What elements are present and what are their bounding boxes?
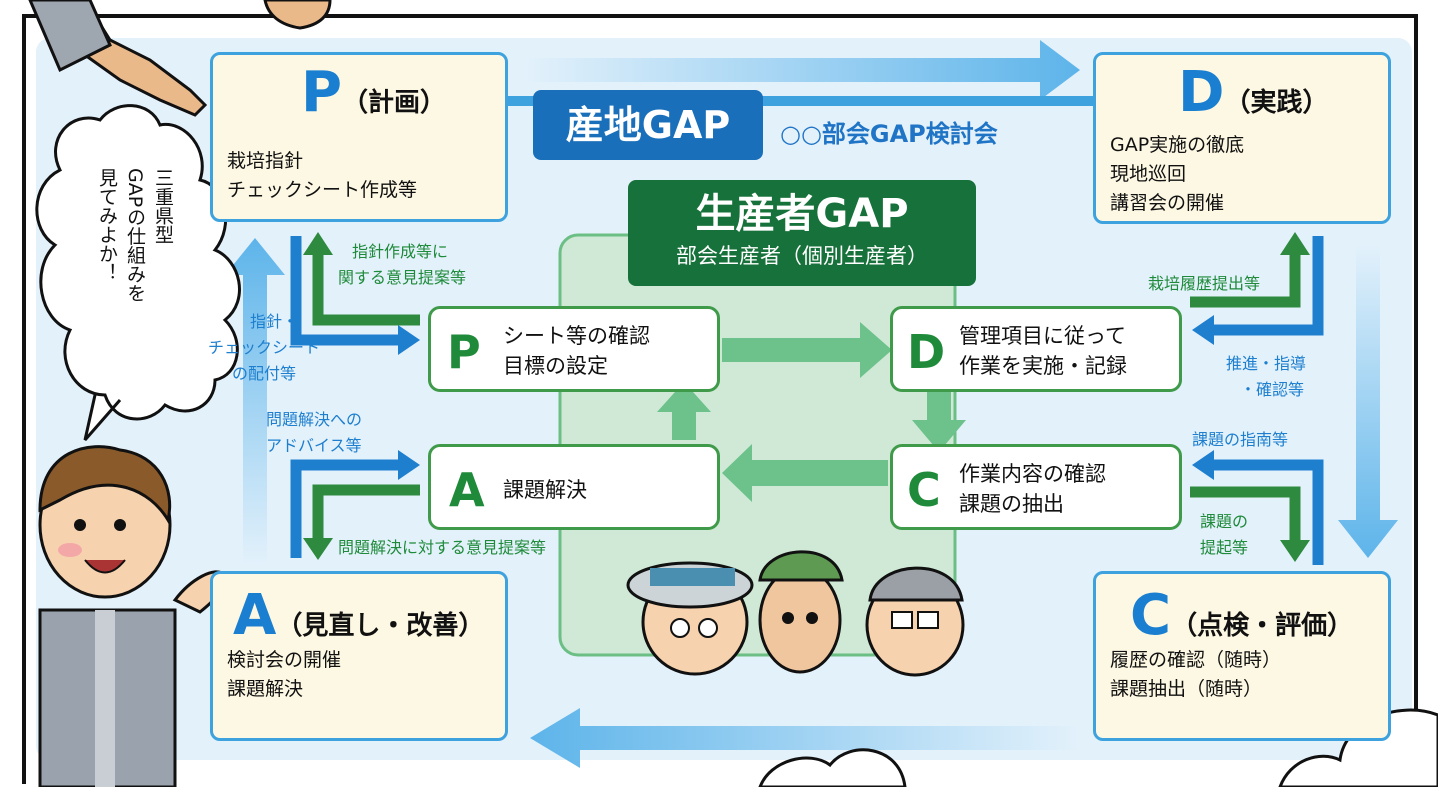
inner-check-letter: C [907,463,941,517]
corner-box-plan: P（計画） 栽培指針 チェックシート作成等 [210,52,508,222]
label-left-green-bottom: 問題解決に対する意見提案等 [338,538,547,557]
pointing-hand-icon [28,0,208,117]
corner-do-line-3: 講習会の開催 [1110,192,1225,214]
inner-arrow-d-to-c [912,392,966,452]
corner-check-phase: （点検・評価） [1171,611,1354,641]
producer-gap-title: 生産者GAP [695,191,909,237]
corner-act-phase: （見直し・改善） [276,611,485,641]
corner-box-do: D（実践） GAP実施の徹底 現地巡回 講習会の開催 [1093,52,1391,224]
right-blue-arrow-left [1212,236,1324,336]
cycle-arrow-d-to-c [1338,245,1398,558]
corner-do-line-2: 現地巡回 [1110,163,1187,185]
inner-box-act: A 課題解決 [428,444,720,530]
cycle-arrow-c-to-a-main [530,708,1080,768]
left-green-arrow-up [312,250,420,326]
sanchi-committee-label: ○○部会GAP検討会 [780,120,998,148]
corner-plan-letter: P [301,60,343,125]
inner-box-plan: P シート等の確認 目標の設定 [428,306,720,392]
inner-do-line-2: 作業を実施・記録 [959,354,1127,378]
inner-act-letter: A [449,463,485,517]
inner-do-line-1: 管理項目に従って [959,324,1126,348]
label-left-blue-top-2: チェックシート [208,338,321,357]
label-right-blue-top-2: ・確認等 [1240,380,1305,399]
inner-arrow-p-to-d [722,322,892,378]
label-left-green-top-1: 指針作成等に [352,242,449,261]
producer-faces-icon [626,550,965,677]
left-green-arrow-down [312,484,420,540]
connector-band [505,96,1095,106]
corner-act-line-1: 検討会の開催 [227,649,342,671]
label-right-green-top: 栽培履歴提出等 [1148,274,1261,293]
label-left-blue-top-3: の配付等 [232,364,297,383]
corner-act-letter: A [233,583,277,648]
inner-arrow-a-to-p [657,382,711,440]
corner-check-letter: C [1130,583,1172,648]
inner-box-do: D 管理項目に従って 作業を実施・記録 [890,306,1182,392]
inner-plan-line-1: シート等の確認 [503,324,650,348]
inner-box-check: C 作業内容の確認 課題の抽出 [890,444,1182,530]
corner-plan-phase: （計画） [342,88,447,118]
corner-plan-line-1: 栽培指針 [227,150,304,172]
sanchi-gap-label: 産地GAP [533,90,763,160]
speech-line-1: 三重県型 [152,168,174,244]
corner-check-line-2: 課題抽出（随時） [1110,678,1263,700]
label-left-blue-bottom-2: アドバイス等 [266,436,362,455]
left-blue-arrow-right [290,236,400,346]
label-right-green-bottom-2: 提起等 [1200,538,1249,557]
inner-do-letter: D [907,325,946,379]
label-left-blue-top-1: 指針・ [250,312,299,331]
corner-do-line-1: GAP実施の徹底 [1110,134,1245,156]
label-left-blue-bottom-1: 問題解決への [266,410,363,429]
corner-box-act: A（見直し・改善） 検討会の開催 課題解決 [210,571,508,741]
cycle-arrow-a-to-p [225,238,285,565]
inner-act-line-1: 課題解決 [503,478,587,502]
corner-act-line-2: 課題解決 [227,678,304,700]
corner-box-check: C（点検・評価） 履歴の確認（随時） 課題抽出（随時） [1093,571,1391,741]
farmer-character-icon [38,445,228,787]
inner-check-line-2: 課題の抽出 [959,492,1064,516]
right-green-arrow-down [1190,486,1301,542]
right-blue-arrow-left-2 [1212,459,1324,565]
cloud-icon [758,708,1438,787]
speech-line-2: GAPの仕組みを [124,168,146,303]
corner-check-line-1: 履歴の確認（随時） [1110,649,1282,671]
inner-arrow-c-to-a [722,444,888,502]
hand-top-icon [263,0,332,30]
cycle-arrow-p-to-d [525,40,1080,100]
inner-check-line-1: 作業内容の確認 [959,462,1106,486]
corner-plan-line-2: チェックシート作成等 [227,179,418,201]
corner-do-letter: D [1178,60,1225,125]
speech-bubble [35,104,241,441]
inner-plan-letter: P [447,325,481,379]
label-right-green-bottom-1: 課題の [1200,512,1249,531]
producer-gap-banner: 生産者GAP 部会生産者（個別生産者） [628,180,976,286]
left-blue-arrow-right-2 [290,459,400,558]
corner-do-phase: （実践） [1224,88,1329,118]
label-right-blue-bottom: 課題の指南等 [1192,430,1289,449]
inner-plan-line-2: 目標の設定 [503,354,608,378]
speech-line-3: 見てみよか！ [96,168,118,282]
label-right-blue-top-1: 推進・指導 [1226,354,1307,373]
label-left-green-top-2: 関する意見提案等 [338,268,467,287]
producer-gap-subtitle: 部会生産者（個別生産者） [676,244,928,268]
right-green-arrow-up [1190,250,1301,308]
